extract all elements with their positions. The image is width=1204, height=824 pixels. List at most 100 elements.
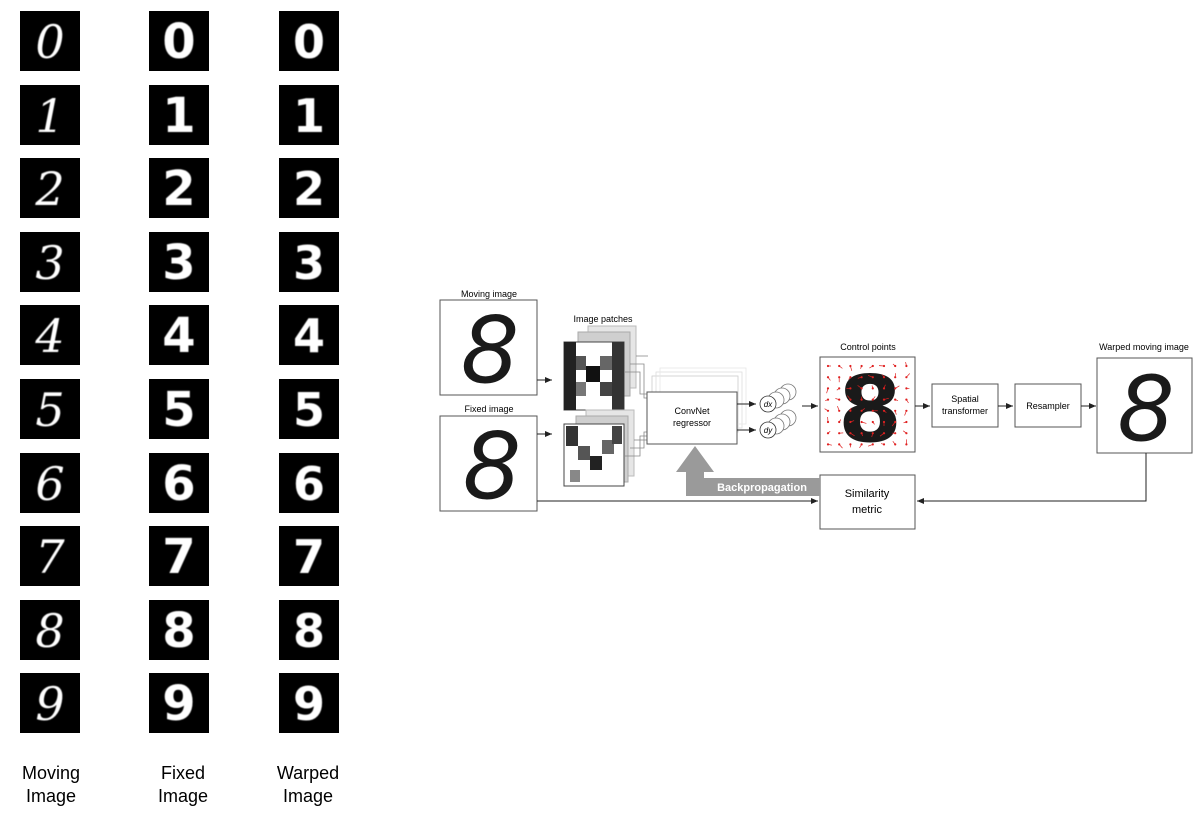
mnist-digit-tile: 7 bbox=[279, 526, 339, 586]
control-point bbox=[894, 376, 897, 379]
control-point bbox=[871, 409, 874, 412]
mnist-digit-tile: 2 bbox=[279, 158, 339, 218]
control-point bbox=[860, 443, 863, 446]
control-point bbox=[894, 387, 897, 390]
mnist-digit-tile: 1 bbox=[149, 85, 209, 145]
fixed-image-digit: 8 bbox=[463, 413, 522, 520]
control-point bbox=[882, 409, 886, 412]
dx-output-nodes bbox=[759, 383, 797, 413]
convnet-label-line2: regressor bbox=[673, 418, 711, 428]
mnist-digit-tile: 1 bbox=[279, 85, 339, 145]
control-point bbox=[882, 398, 886, 401]
column-label-line: Image bbox=[157, 786, 209, 806]
control-point bbox=[871, 376, 874, 379]
column-label-line: Image bbox=[282, 786, 334, 806]
control-point bbox=[849, 398, 852, 401]
mnist-digit-tile: 5 bbox=[149, 379, 209, 439]
mnist-digit-tile: 4 bbox=[20, 305, 80, 365]
mnist-digit-tile: 9 bbox=[20, 673, 80, 733]
mnist-digit-glyph: 0 bbox=[35, 15, 64, 69]
mnist-digit-glyph: 6 bbox=[35, 457, 64, 511]
mnist-digit-tile: 8 bbox=[149, 600, 209, 660]
mnist-digit-tile: 9 bbox=[279, 673, 339, 733]
mnist-digit-glyph: 6 bbox=[162, 456, 195, 512]
column-label-line: Image bbox=[25, 786, 77, 806]
mnist-digit-glyph: 0 bbox=[293, 15, 325, 69]
control-point bbox=[905, 376, 908, 379]
fixed-image-label: Fixed image bbox=[464, 404, 513, 414]
control-point bbox=[838, 387, 841, 390]
control-point bbox=[894, 432, 897, 435]
resampler-label: Resampler bbox=[1026, 401, 1070, 411]
control-point bbox=[860, 420, 863, 424]
control-point bbox=[826, 409, 830, 412]
mnist-digit-glyph: 4 bbox=[34, 309, 64, 363]
control-point bbox=[838, 432, 841, 435]
control-point bbox=[860, 364, 863, 368]
control-point bbox=[905, 420, 908, 424]
control-point bbox=[838, 376, 841, 379]
control-point bbox=[905, 432, 908, 435]
control-point bbox=[882, 387, 886, 390]
control-point bbox=[894, 443, 897, 446]
mnist-digit-tile: 3 bbox=[279, 232, 339, 292]
mnist-digit-tile: 6 bbox=[20, 453, 80, 513]
mnist-digit-tile: 2 bbox=[149, 158, 209, 218]
control-point bbox=[882, 376, 886, 379]
mnist-digit-tile: 7 bbox=[149, 526, 209, 586]
column-label-line: Moving bbox=[21, 763, 81, 783]
mnist-digit-glyph: 0 bbox=[162, 14, 195, 70]
control-point bbox=[871, 432, 874, 435]
control-point bbox=[882, 364, 886, 368]
mnist-digit-tile: 9 bbox=[149, 673, 209, 733]
control-point bbox=[849, 376, 852, 379]
warped-image-digit: 8 bbox=[1117, 357, 1174, 462]
image-patches-label: Image patches bbox=[573, 314, 633, 324]
convnet-regressor-box bbox=[646, 391, 738, 445]
control-point bbox=[871, 420, 874, 424]
control-point bbox=[871, 387, 874, 390]
control-point bbox=[826, 420, 830, 424]
control-point bbox=[849, 364, 852, 368]
control-point bbox=[860, 409, 863, 412]
control-point bbox=[860, 376, 863, 379]
mnist-digit-tile: 7 bbox=[20, 526, 80, 586]
dy-output-nodes bbox=[759, 409, 797, 439]
arrow-warped-to-similarity bbox=[917, 453, 1147, 504]
mnist-digit-glyph: 9 bbox=[293, 677, 325, 731]
mnist-digit-glyph: 3 bbox=[35, 236, 64, 290]
mnist-digit-glyph: 5 bbox=[293, 383, 325, 437]
mnist-digit-tile: 6 bbox=[279, 453, 339, 513]
control-point bbox=[894, 364, 897, 368]
control-point bbox=[849, 420, 852, 424]
mnist-digit-tile: 0 bbox=[279, 11, 339, 71]
control-point bbox=[860, 387, 863, 390]
convnet-label-line1: ConvNet bbox=[674, 406, 710, 416]
control-point bbox=[871, 364, 874, 368]
warped-moving-image-box bbox=[1096, 357, 1193, 454]
spatial-transformer-label-line2: transformer bbox=[942, 406, 988, 416]
mnist-digit-glyph: 3 bbox=[162, 235, 195, 291]
control-point bbox=[882, 432, 886, 435]
spatial-transformer-box bbox=[931, 383, 999, 428]
mnist-digit-tile: 4 bbox=[279, 305, 339, 365]
mnist-digit-tile: 8 bbox=[279, 600, 339, 660]
mnist-digit-tile: 5 bbox=[20, 379, 80, 439]
control-point bbox=[894, 420, 897, 424]
mnist-digit-tile: 1 bbox=[20, 85, 80, 145]
mnist-digit-glyph: 3 bbox=[293, 236, 325, 290]
control-point bbox=[860, 432, 863, 435]
mnist-digit-tile: 3 bbox=[149, 232, 209, 292]
control-point bbox=[849, 432, 852, 435]
resampler-box bbox=[1014, 383, 1082, 428]
mnist-digit-tile: 2 bbox=[20, 158, 80, 218]
mnist-digit-glyph: 7 bbox=[35, 530, 65, 584]
control-points-label: Control points bbox=[840, 342, 896, 352]
control-point bbox=[905, 387, 908, 390]
mnist-digit-glyph: 9 bbox=[35, 677, 64, 731]
backpropagation-label: Backpropagation bbox=[717, 482, 807, 494]
control-points-digit: 8 bbox=[838, 356, 902, 463]
mnist-digit-glyph: 8 bbox=[162, 603, 195, 659]
control-point bbox=[826, 387, 830, 390]
